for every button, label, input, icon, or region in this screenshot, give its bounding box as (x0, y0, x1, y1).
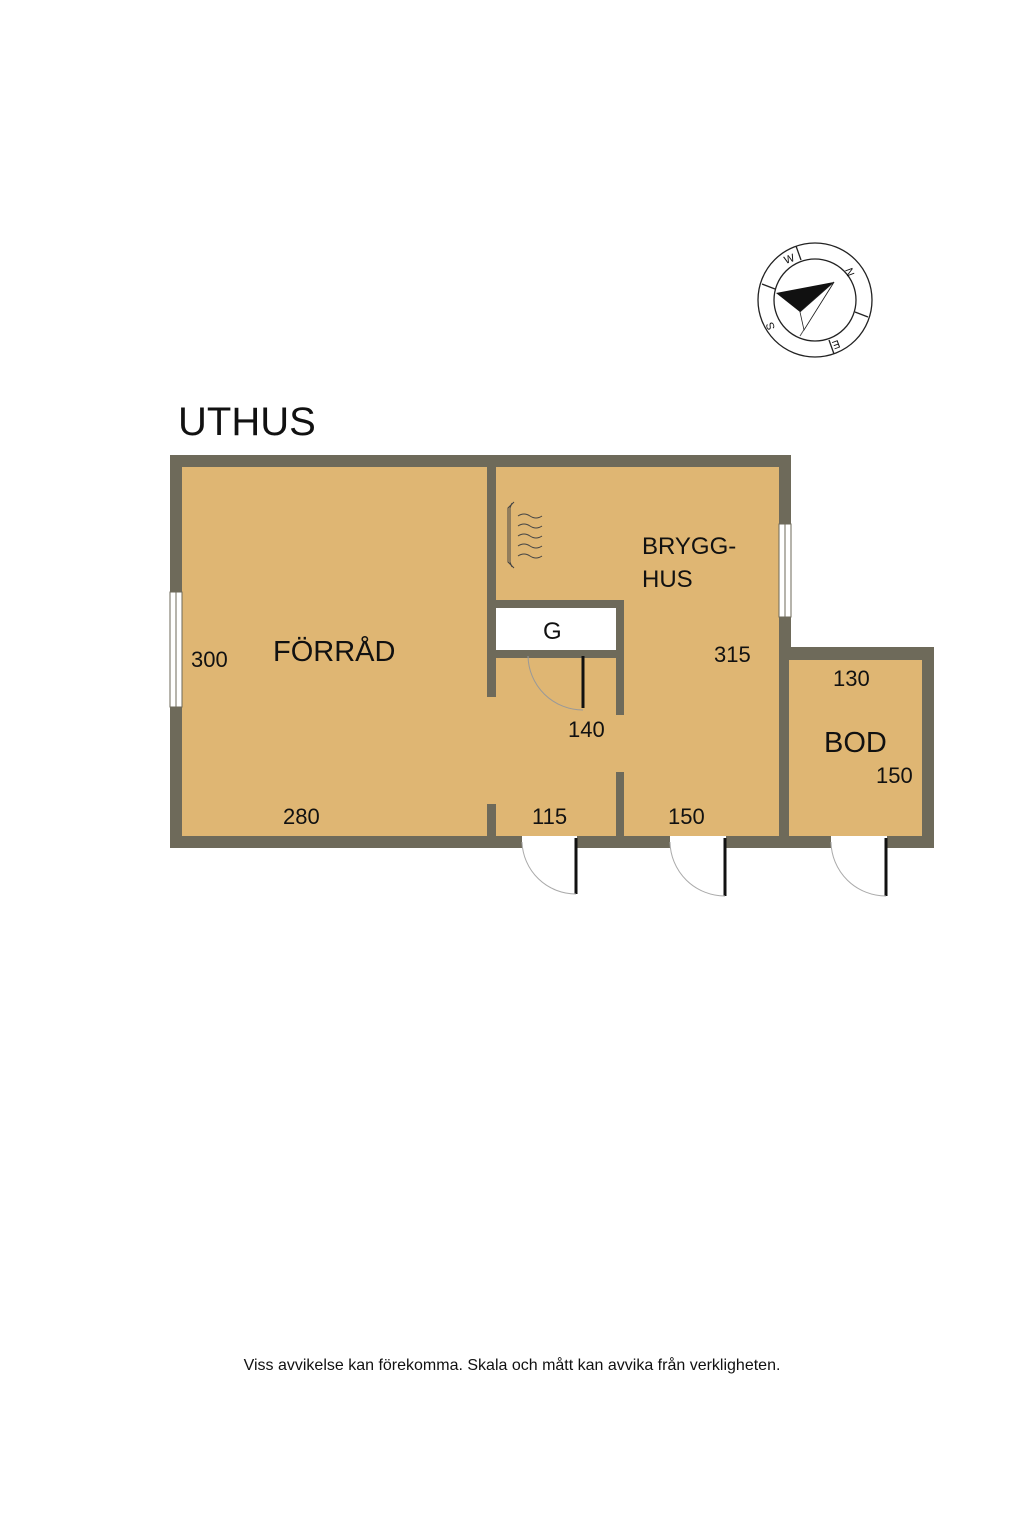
door-hall (521, 838, 578, 895)
g-closet (496, 608, 616, 650)
wall-brygghus-bottom (616, 772, 624, 836)
compass-w-label: W (783, 252, 797, 267)
dim-bod-height: 150 (876, 763, 913, 788)
radiator-icon (507, 501, 543, 569)
dim-forrad-width: 280 (283, 804, 320, 829)
dim-hall-depth: 140 (568, 717, 605, 742)
compass-icon: W N S E (757, 242, 873, 358)
compass-e-label: E (830, 337, 841, 351)
dim-brygghus-width: 150 (668, 804, 705, 829)
wall-bod-left (779, 647, 789, 836)
plan-title: UTHUS (178, 400, 316, 444)
compass-n-label: N (842, 267, 856, 279)
door-brygghus (669, 838, 727, 897)
forrad-floor (182, 467, 487, 836)
disclaimer-text: Viss avvikelse kan förekomma. Skala och … (243, 1357, 781, 1374)
wall-g-right (616, 600, 624, 715)
dim-hall-width: 115 (532, 804, 567, 829)
dim-brygghus-height: 315 (714, 642, 751, 667)
dim-bod-width: 130 (833, 666, 870, 691)
interior-walls (487, 467, 789, 836)
wall-g-top (487, 600, 624, 608)
windows (169, 523, 792, 708)
room-label-forrad: FÖRRÅD (273, 635, 395, 668)
room-label-g: G (543, 618, 562, 645)
room-label-brygghus-1: BRYGG- (642, 533, 736, 560)
dim-forrad-height: 300 (191, 647, 228, 672)
wall-forrad-bottom (487, 804, 496, 836)
door-bod (830, 838, 888, 897)
wall-g-bottom (496, 650, 624, 658)
doors (521, 655, 888, 897)
room-label-bod: BOD (824, 727, 887, 759)
wall-forrad-top (487, 467, 496, 697)
compass-s-label: S (764, 320, 778, 331)
room-label-brygghus-2: HUS (642, 566, 693, 593)
bod-floor (789, 660, 922, 836)
door-openings (522, 836, 887, 848)
door-g-closet (527, 655, 585, 711)
